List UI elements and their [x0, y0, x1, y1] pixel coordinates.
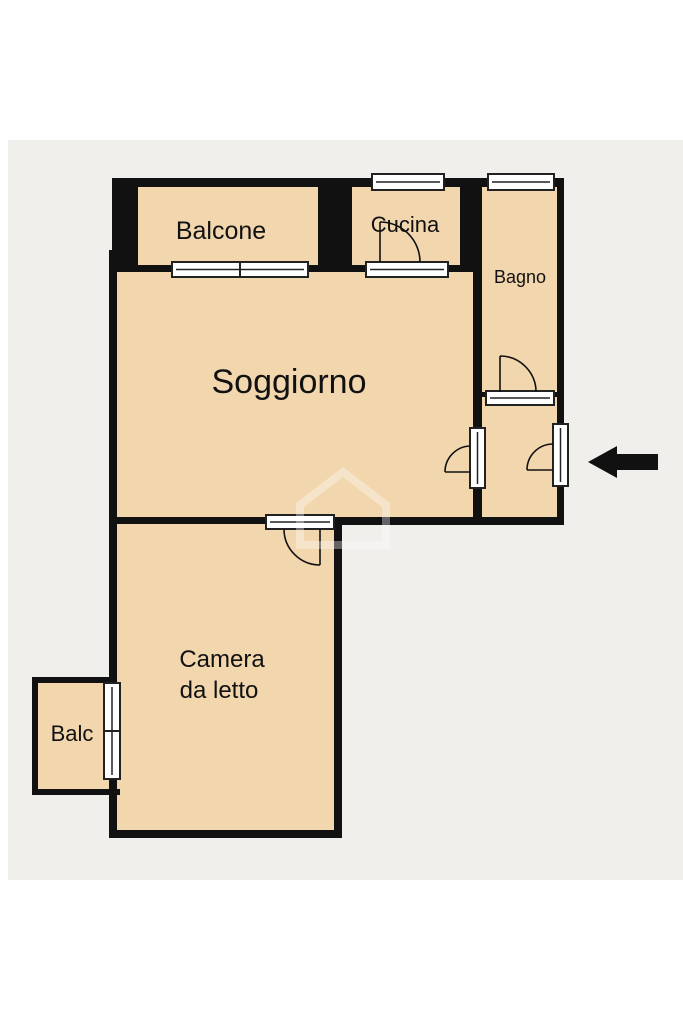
- house-watermark-icon: [296, 466, 390, 549]
- door-soggiorno: [444, 445, 471, 473]
- room-label-bagno: Bagno: [494, 267, 546, 287]
- door-camera: [283, 528, 321, 566]
- floor-soggiorno: [116, 270, 474, 520]
- door-bagno: [499, 355, 537, 393]
- room-label-camera-line2: da letto: [180, 677, 259, 704]
- wall-sogg-camera: [109, 517, 338, 524]
- window-panes: [111, 181, 562, 775]
- floor-disimpegno: [482, 395, 558, 517]
- doors: [283, 221, 554, 566]
- floor-balc: [37, 682, 111, 790]
- floor-bagno: [482, 185, 558, 395]
- wall-pillar-mid: [318, 178, 352, 270]
- wall-balc-top: [32, 677, 116, 683]
- wall-right: [557, 178, 564, 525]
- wall-pillar-right: [460, 178, 482, 270]
- room-label-balc: Balc: [51, 721, 94, 746]
- room-label-camera-line1: Camera: [179, 646, 265, 673]
- door-entrance: [526, 443, 554, 471]
- arrow-left-icon: [588, 446, 658, 478]
- wall-balc-bottom: [32, 789, 120, 795]
- room-label-balcone: Balcone: [176, 217, 266, 245]
- room-label-cucina: Cucina: [371, 212, 440, 237]
- wall-bottom-right: [338, 517, 564, 525]
- wall-camera-right: [334, 517, 342, 838]
- wall-camera-bottom: [109, 830, 342, 838]
- wall-balc-left: [32, 677, 38, 795]
- wall-soggiorno-right: [473, 265, 482, 525]
- room-floors: [37, 185, 558, 832]
- floor-cucina: [352, 185, 460, 267]
- door-cucina: [379, 221, 421, 263]
- floor-balcone: [138, 185, 318, 267]
- wall-left: [109, 250, 117, 838]
- room-label-soggiorno: Soggiorno: [211, 363, 366, 401]
- floor-camera: [116, 522, 338, 832]
